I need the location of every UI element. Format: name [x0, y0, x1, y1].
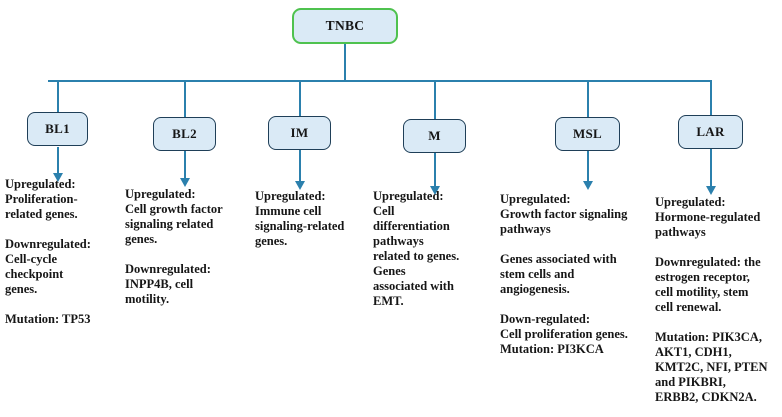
arrow-down-icon — [295, 181, 305, 190]
description-m: Upregulated: Cell differentiation pathwa… — [373, 189, 460, 308]
node-bl2: BL2 — [153, 117, 216, 151]
branch-horizontal-connector — [48, 80, 712, 82]
arrow-down-icon — [706, 186, 716, 195]
arrow-line-msl — [587, 151, 589, 182]
node-msl: MSL — [555, 117, 620, 151]
node-lar-label: LAR — [696, 124, 725, 139]
arrow-line-im — [299, 150, 301, 182]
root-stub-connector — [344, 44, 346, 81]
description-msl: Upregulated: Growth factor signaling pat… — [500, 192, 628, 356]
arrow-down-icon — [180, 178, 190, 187]
arrow-line-bl2 — [184, 151, 186, 179]
node-m-label: M — [428, 128, 441, 143]
node-msl-label: MSL — [572, 126, 603, 141]
connector-im — [299, 82, 301, 116]
node-im-label: IM — [290, 125, 309, 140]
node-bl1: BL1 — [27, 112, 88, 146]
node-bl1-label: BL1 — [45, 121, 70, 136]
node-m: M — [403, 119, 466, 153]
node-bl2-label: BL2 — [172, 126, 197, 141]
arrow-down-icon — [53, 173, 63, 182]
connector-bl1 — [57, 82, 59, 112]
description-bl2: Upregulated: Cell growth factor signalin… — [125, 187, 223, 306]
description-lar: Upregulated: Hormone-regulated pathways … — [655, 195, 768, 404]
root-node-tnbc: TNBC — [292, 8, 398, 44]
arrow-line-m — [434, 153, 436, 187]
connector-msl — [587, 82, 589, 117]
arrow-line-bl1 — [57, 147, 59, 174]
arrow-down-icon — [583, 181, 593, 190]
root-node-label: TNBC — [325, 18, 365, 33]
connector-bl2 — [184, 82, 186, 117]
arrow-down-icon — [430, 186, 440, 195]
connector-lar — [710, 82, 712, 115]
description-im: Upregulated: Immune cell signaling-relat… — [255, 189, 345, 248]
node-lar: LAR — [678, 115, 743, 149]
node-im: IM — [268, 116, 331, 150]
connector-m — [434, 82, 436, 119]
arrow-line-lar — [710, 149, 712, 187]
description-bl1: Upregulated: Proliferation- related gene… — [5, 177, 91, 326]
